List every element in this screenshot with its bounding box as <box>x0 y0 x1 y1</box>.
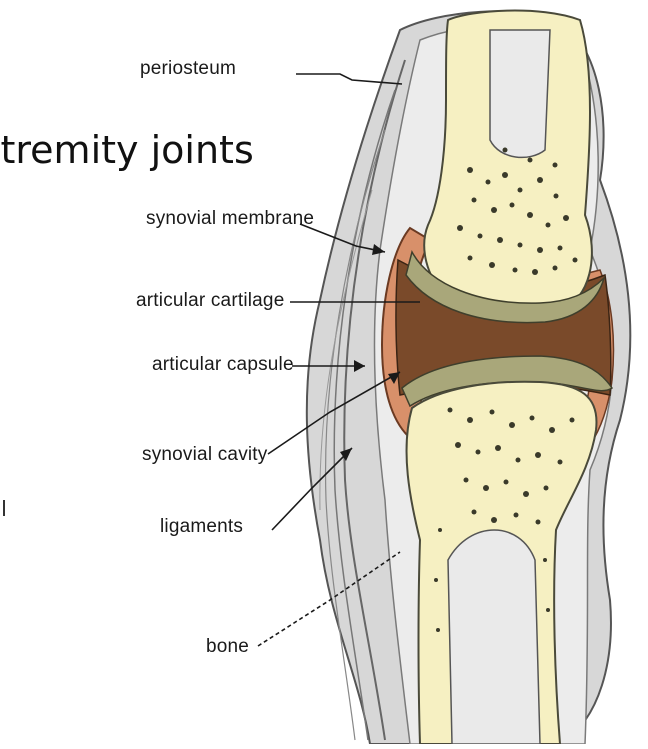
label-ligaments: ligaments <box>160 516 243 538</box>
label-articular-capsule: articular capsule <box>152 354 294 376</box>
label-periosteum: periosteum <box>140 58 236 80</box>
lower-bone-marrow <box>448 530 540 744</box>
upper-bone-marrow <box>490 30 550 157</box>
label-bone: bone <box>206 636 249 658</box>
label-synovial-membrane: synovial membrane <box>146 208 314 230</box>
slide-title: xtremity joints <box>0 128 254 172</box>
label-articular-cartilage: articular cartilage <box>136 290 284 312</box>
label-synovial-cavity: synovial cavity <box>142 444 268 466</box>
